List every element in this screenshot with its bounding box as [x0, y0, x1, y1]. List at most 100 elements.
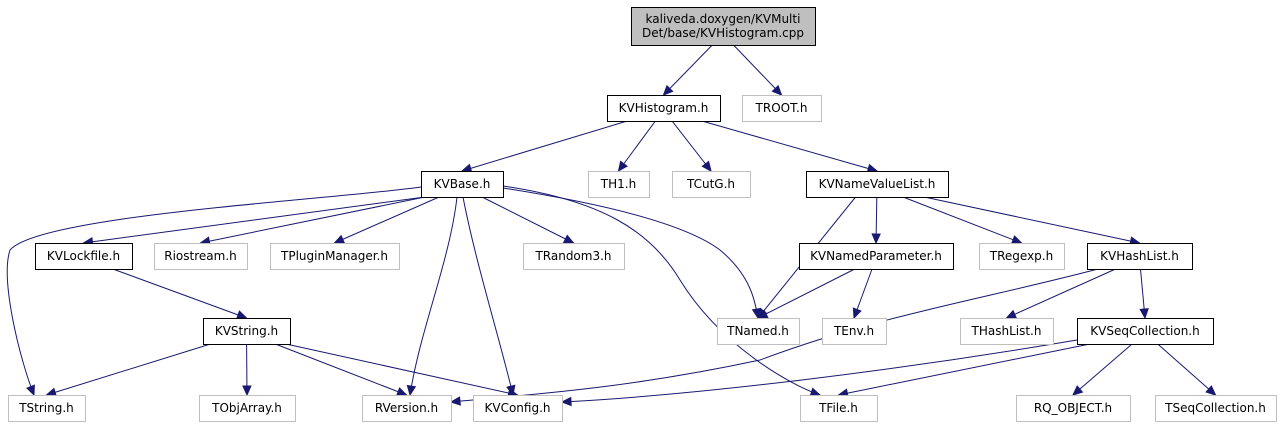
node-box	[588, 171, 650, 198]
node-label: KVNameValueList.h	[819, 177, 936, 191]
edge-kvhistogram-to-tcutg	[671, 120, 712, 172]
node-label: RVersion.h	[375, 401, 438, 415]
edge-kvhistogram-to-th1	[618, 120, 656, 172]
node-box	[154, 243, 248, 270]
node-label: TFile.h	[818, 401, 858, 415]
edge-kvhistogram-to-kvnamevaluelist	[701, 120, 878, 172]
node-label: TRegexp.h	[989, 249, 1053, 263]
node-tstring: TString.h	[8, 395, 86, 422]
node-box	[822, 318, 887, 345]
node-box	[607, 95, 721, 122]
arrowhead	[395, 387, 408, 397]
node-tfile: TFile.h	[800, 395, 878, 422]
node-box	[631, 7, 816, 46]
node-label: RQ_OBJECT.h	[1034, 401, 1112, 415]
node-label: TRandom3.h	[534, 249, 611, 263]
arrowhead	[560, 396, 572, 407]
node-box	[1155, 395, 1277, 422]
node-rq-object: RQ_OBJECT.h	[1016, 395, 1131, 422]
node-label: KVConfig.h	[485, 401, 551, 415]
node-label: KVBase.h	[434, 177, 491, 191]
node-label: KVLockfile.h	[47, 249, 120, 263]
arrowhead	[662, 84, 674, 96]
node-label: TNamed.h	[726, 324, 789, 338]
node-box	[717, 318, 800, 345]
node-label: TROOT.h	[755, 101, 808, 115]
node-box	[806, 171, 949, 198]
node-thashlist: THashList.h	[960, 318, 1054, 345]
node-kvhashlist[interactable]: KVHashList.h	[1087, 243, 1193, 270]
node-label: TCutG.h	[686, 177, 735, 191]
node-box	[979, 243, 1065, 270]
node-box	[799, 243, 954, 270]
edge-kvbase-to-tstring	[6, 186, 422, 396]
node-kvnamedparameter[interactable]: KVNamedParameter.h	[799, 243, 954, 270]
node-label: TPluginManager.h	[280, 249, 388, 263]
edge-kvbase-to-riostream	[200, 196, 426, 244]
node-tenv: TEnv.h	[822, 318, 887, 345]
edge-kvhashlist-to-rversion	[450, 268, 1099, 403]
node-kvbase[interactable]: KVBase.h	[421, 171, 504, 198]
arrowhead	[235, 310, 248, 320]
node-box	[473, 395, 563, 422]
arrowhead	[756, 309, 769, 319]
arrowhead	[1139, 308, 1149, 320]
edge-kvbase-to-tfile	[502, 185, 821, 396]
node-label: Det/base/KVHistogram.cpp	[642, 26, 804, 40]
node-box	[8, 395, 86, 422]
arrowhead	[852, 307, 862, 320]
edge-kvbase-to-rversion	[409, 196, 458, 396]
node-kvnamevaluelist[interactable]: KVNameValueList.h	[806, 171, 949, 198]
node-box	[270, 243, 400, 270]
arrowhead	[771, 84, 783, 96]
arrowhead	[1005, 309, 1018, 319]
edge-kvbase-to-kvlockfile	[83, 196, 426, 244]
edge-kvstring-to-kvconfig	[285, 343, 518, 396]
node-label: TObjArray.h	[211, 401, 282, 415]
edge-kvbase-to-tpluginmanager	[334, 196, 440, 244]
arrowhead	[242, 385, 252, 397]
node-tobjarray: TObjArray.h	[199, 395, 296, 422]
edge-kvhashlist-to-thashlist	[1006, 268, 1116, 319]
edge-kvseqcollection-to-tseqcollection	[1157, 343, 1216, 396]
node-kvconfig: KVConfig.h	[473, 395, 563, 422]
edge-kvseqcollection-to-tfile	[838, 343, 1090, 396]
arrowhead	[617, 160, 628, 172]
node-troot: TROOT.h	[742, 95, 822, 122]
node-riostream: Riostream.h	[154, 243, 248, 270]
node-box	[362, 395, 452, 422]
edge-kvbase-to-trandom3	[481, 196, 574, 244]
node-label: TEnv.h	[833, 324, 874, 338]
edge-kvlockfile-to-kvstring	[112, 268, 247, 319]
node-tseqcollection: TSeqCollection.h	[1155, 395, 1277, 422]
arrowhead	[809, 387, 822, 397]
node-box	[35, 243, 133, 270]
node-kvstring[interactable]: KVString.h	[203, 318, 291, 345]
node-label: TString.h	[18, 401, 74, 415]
node-label: kaliveda.doxygen/KVMulti	[646, 12, 801, 26]
node-label: KVHashList.h	[1100, 249, 1179, 263]
arrowhead	[406, 384, 417, 397]
node-label: TH1.h	[600, 177, 636, 191]
edge-root-to-troot	[733, 44, 782, 96]
node-root[interactable]: kaliveda.doxygen/KVMultiDet/base/KVHisto…	[631, 7, 816, 46]
node-kvhistogram[interactable]: KVHistogram.h	[607, 95, 721, 122]
edge-root-to-kvhistogram	[663, 44, 713, 96]
node-kvseqcollection[interactable]: KVSeqCollection.h	[1077, 318, 1214, 345]
edge-kvseqcollection-to-rq_object	[1072, 343, 1133, 396]
node-tcutg: TCutG.h	[672, 171, 751, 198]
node-kvlockfile[interactable]: KVLockfile.h	[35, 243, 133, 270]
node-box	[1077, 318, 1214, 345]
node-tnamed: TNamed.h	[717, 318, 800, 345]
node-label: Riostream.h	[164, 249, 237, 263]
node-box	[523, 243, 625, 270]
edge-kvstring-to-tstring	[46, 343, 211, 396]
node-box	[1016, 395, 1131, 422]
node-label: KVHistogram.h	[619, 101, 709, 115]
arrowhead	[1072, 385, 1084, 396]
nodes-layer: kaliveda.doxygen/KVMultiDet/base/KVHisto…	[8, 7, 1277, 422]
edge-kvhistogram-to-kvbase	[461, 120, 628, 172]
arrowhead	[1010, 235, 1023, 245]
node-box	[421, 171, 504, 198]
